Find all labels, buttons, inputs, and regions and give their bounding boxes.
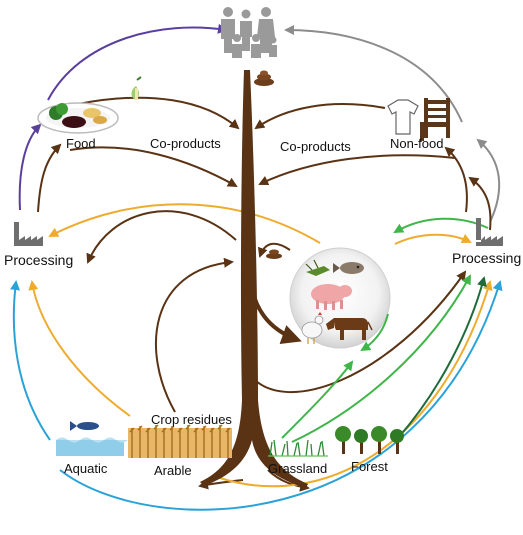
grasshopper-icon [305,259,330,276]
aquatic-label: Aquatic [64,461,108,476]
cow-icon [326,318,373,340]
people-icon [221,7,277,58]
processing-to-food-arrow [18,123,42,211]
crop-residues-label: Crop residues [151,412,232,427]
grassland-label: Grassland [268,461,328,476]
forest-label: Forest [351,459,388,474]
non-food-label: Non-food [390,136,444,151]
factory-icon [14,222,43,246]
processing-right-label: Processing [452,250,522,266]
chicken-icon [301,312,324,344]
food-plate-icon [37,102,119,134]
arable-label: Arable [154,463,192,478]
forest-flows [397,276,487,439]
co-products-left-label: Co-products [150,136,221,151]
co-products-right-label: Co-products [280,139,351,154]
manure-icon-small [266,249,282,259]
food-to-people-arrow [47,23,228,101]
processing-left-label: Processing [4,252,74,268]
factory-icon-right [476,218,503,246]
manure-icon [254,70,274,86]
apple-core-icon [131,76,142,100]
nonfood-to-people-arrow [284,25,463,123]
biomass-flows [37,96,492,492]
aquatic-flows [10,280,503,511]
processing-flows [28,203,493,488]
grass-icon [268,439,328,457]
fish-icon-aquatic [70,421,99,431]
food-label: Food [66,136,96,151]
tshirt-icon [387,99,419,135]
tree-icon [335,426,404,454]
central-trunk [200,70,308,488]
water-icon [56,437,128,456]
processing-to-nonfood-arrow [476,138,501,223]
pig-icon [311,284,352,310]
wheat-icon [128,424,232,458]
chair-icon [420,98,450,141]
fish-icon [333,262,364,274]
